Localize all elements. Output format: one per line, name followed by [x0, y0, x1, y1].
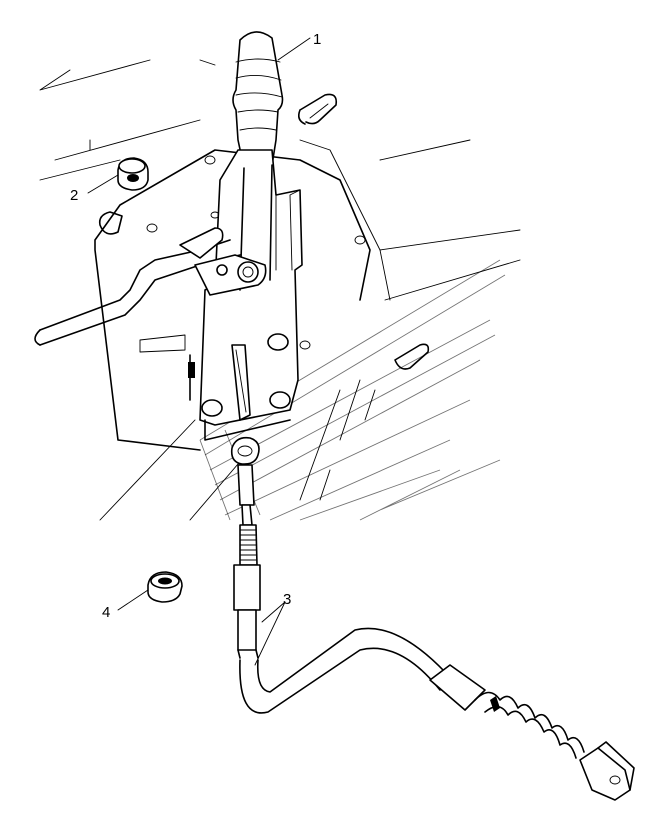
leader-lines — [87, 37, 311, 666]
callout-3: 3 — [283, 591, 291, 608]
callout-2: 2 — [70, 187, 78, 204]
brake-cable — [230, 436, 635, 801]
callout-1: 1 — [313, 31, 321, 48]
background-structure — [39, 59, 521, 521]
grommet-part-4 — [147, 571, 183, 603]
hand-brake-lever — [34, 31, 303, 441]
bushing-part-2 — [117, 157, 149, 191]
watermark-logo — [199, 259, 506, 521]
callout-4: 4 — [102, 604, 110, 621]
